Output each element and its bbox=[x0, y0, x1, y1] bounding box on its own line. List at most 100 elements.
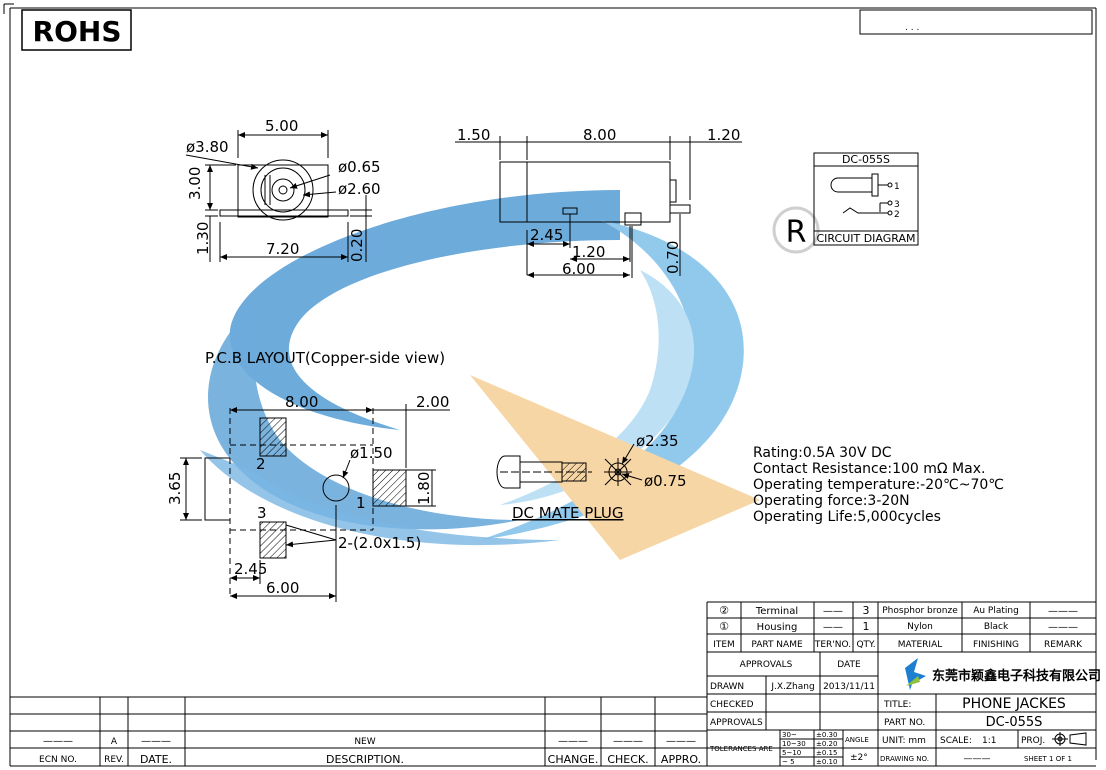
bom-head-item: ITEM bbox=[713, 640, 735, 650]
watermark-logo bbox=[200, 190, 760, 560]
bom-ter: —— bbox=[823, 606, 843, 617]
tol-range: 30~ bbox=[782, 731, 797, 739]
bom-item: ① bbox=[719, 620, 729, 633]
dim-side-right: 1.20 bbox=[707, 126, 740, 144]
drawn-date: 2013/11/11 bbox=[823, 682, 875, 692]
bom-finish: Black bbox=[984, 622, 1009, 632]
approvals-block: APPROVALS DATE DRAWN J.X.Zhang 2013/11/1… bbox=[710, 660, 875, 728]
tol-range: 10~30 bbox=[782, 740, 806, 748]
drawing-title: PHONE JACKES bbox=[962, 696, 1066, 712]
bom-material: Nylon bbox=[907, 622, 933, 632]
dim-pin-dia: ø0.65 bbox=[338, 158, 381, 176]
bom-head-name: PART NAME bbox=[751, 640, 803, 650]
registered-mark: R bbox=[772, 206, 820, 254]
drawn-by: J.X.Zhang bbox=[770, 682, 814, 692]
dim-side-d1: 2.45 bbox=[530, 226, 563, 244]
dim-side-d2: 1.20 bbox=[572, 243, 605, 261]
bom-finish: Au Plating bbox=[973, 606, 1019, 616]
bom-remark: ——— bbox=[1048, 622, 1078, 633]
rev-change-value: ——— bbox=[558, 736, 588, 747]
part-label: PART NO. bbox=[884, 718, 925, 728]
pcb-dim-pad: 1.80 bbox=[415, 472, 433, 505]
spec-resistance: Contact Resistance:100 mΩ Max. bbox=[753, 461, 985, 477]
dim-bore-dia: ø2.60 bbox=[338, 180, 381, 198]
circuit-caption: CIRCUIT DIAGRAM bbox=[817, 232, 916, 245]
dim-side-d3: 6.00 bbox=[562, 260, 595, 278]
approvals-date-head: DATE bbox=[837, 660, 861, 670]
angle-label: ANGLE bbox=[845, 736, 869, 744]
part-number: DC-055S bbox=[986, 715, 1043, 730]
tol-range: 5~10 bbox=[782, 749, 801, 757]
rohs-label: ROHS bbox=[33, 15, 122, 48]
bom-head-qty: QTY. bbox=[856, 640, 875, 650]
dim-tab-thk: 0.20 bbox=[348, 229, 366, 262]
unit-label: UNIT: mm bbox=[882, 736, 926, 746]
approvals-label: APPROVALS bbox=[710, 718, 763, 728]
bom-table: ② Terminal —— 3 Phosphor bronze Au Plati… bbox=[713, 604, 1083, 650]
rev-appro-head: APPRO. bbox=[661, 753, 701, 766]
projection-symbol-icon bbox=[1052, 732, 1087, 746]
rev-desc-value: NEW bbox=[354, 737, 375, 747]
scale-label: SCALE: bbox=[940, 736, 972, 746]
top-right-text: . . . bbox=[905, 23, 919, 33]
drawn-label: DRAWN bbox=[710, 682, 744, 692]
pcb-dim-offset: 2.45 bbox=[234, 560, 267, 578]
circuit-title: DC-055S bbox=[842, 153, 890, 166]
drawing-no-label: DRAWING NO. bbox=[880, 755, 929, 763]
pcb-dim-right: 2.00 bbox=[416, 393, 449, 411]
bom-item: ② bbox=[719, 604, 729, 617]
spec-life: Operating Life:5,000cycles bbox=[753, 509, 941, 525]
bom-qty: 1 bbox=[863, 620, 870, 633]
spec-list: Rating:0.5A 30V DC Contact Resistance:10… bbox=[753, 445, 1004, 525]
circuit-pin3: 3 bbox=[894, 200, 900, 210]
pcb-dim-height: 3.65 bbox=[166, 472, 184, 505]
tol-value: ±0.30 bbox=[816, 731, 837, 739]
pcb-pad-note: 2-(2.0x1.5) bbox=[338, 534, 421, 552]
side-view bbox=[455, 136, 742, 278]
company-logo bbox=[905, 658, 926, 690]
angle-value: ±2° bbox=[850, 753, 868, 763]
rev-desc-head: DESCRIPTION. bbox=[326, 753, 404, 766]
pcb-dim-total: 6.00 bbox=[266, 579, 299, 597]
dim-side-d4: 0.70 bbox=[664, 241, 682, 274]
tolerance-block: TOLERANCES ARE 30~ 10~30 5~10 ~ 5 ±0.30 … bbox=[709, 731, 869, 766]
rev-date-head: DATE. bbox=[140, 753, 172, 766]
rev-ecn-head: ECN NO. bbox=[39, 755, 77, 765]
circuit-diagram bbox=[813, 152, 919, 246]
dc-mate-plug bbox=[496, 443, 643, 489]
pcb-title: P.C.B LAYOUT(Copper-side view) bbox=[205, 349, 445, 367]
approvals-head: APPROVALS bbox=[740, 660, 793, 670]
company-name: 东莞市颖鑫电子科技有限公司 bbox=[932, 668, 1101, 684]
dim-side-body: 8.00 bbox=[583, 126, 616, 144]
rev-ecn-value: ——— bbox=[43, 736, 73, 747]
scale-value: 1:1 bbox=[982, 736, 996, 746]
bom-name: Terminal bbox=[755, 606, 798, 617]
plug-caption: DC MATE PLUG bbox=[512, 504, 624, 522]
pcb-dim-hole: ø1.50 bbox=[350, 444, 393, 462]
dim-side-left: 1.50 bbox=[457, 126, 490, 144]
bom-head-finish: FINISHING bbox=[973, 640, 1019, 650]
title-label: TITLE: bbox=[883, 700, 911, 710]
rev-change-head: CHANGE. bbox=[548, 753, 599, 766]
drawing-no-value: ——— bbox=[964, 754, 991, 764]
sheet-label: SHEET 1 OF 1 bbox=[1024, 755, 1072, 763]
dim-base-width: 7.20 bbox=[266, 240, 299, 258]
tol-value: ±0.15 bbox=[816, 749, 837, 757]
revision-block: ——— A ——— NEW ——— ——— ——— ECN NO. REV. D… bbox=[39, 736, 701, 766]
rohs-box bbox=[21, 9, 132, 51]
circuit-pin2: 2 bbox=[894, 210, 900, 220]
pcb-dim-width: 8.00 bbox=[285, 393, 318, 411]
bom-head-remark: REMARK bbox=[1044, 640, 1083, 650]
spec-force: Operating force:3-20N bbox=[753, 493, 910, 509]
rev-appro-value: ——— bbox=[666, 736, 696, 747]
front-view bbox=[185, 130, 372, 262]
dim-front-height: 3.00 bbox=[186, 167, 204, 200]
tol-value: ±0.10 bbox=[816, 758, 837, 766]
bom-head-ter: TER'NO. bbox=[814, 640, 851, 650]
bom-qty: 3 bbox=[863, 604, 870, 617]
bom-material: Phosphor bronze bbox=[882, 606, 958, 616]
plug-outer-dia: ø2.35 bbox=[636, 432, 679, 450]
pcb-layout bbox=[180, 404, 450, 602]
tol-value: ±0.20 bbox=[816, 740, 837, 748]
rev-check-head: CHECK. bbox=[607, 753, 648, 766]
